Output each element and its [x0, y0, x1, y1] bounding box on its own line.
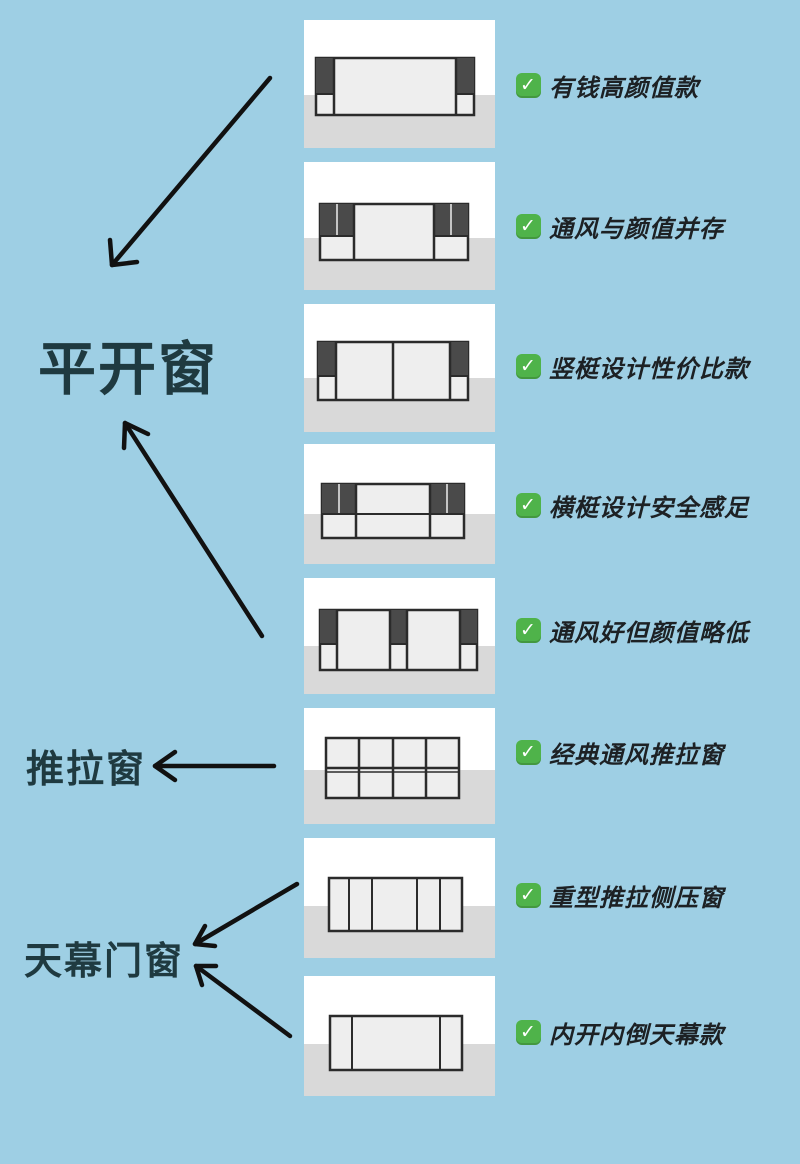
window-image-7 [304, 838, 495, 958]
category-skylight-door-window: 天幕门窗 [24, 939, 185, 983]
green-checkmark-icon: ✓ [516, 882, 541, 908]
label-text: 内开内倒天幕款 [549, 1020, 724, 1049]
window-image-4 [304, 444, 495, 564]
window-image-1 [304, 20, 495, 148]
arrow-3 [152, 749, 277, 783]
label-text: 经典通风推拉窗 [549, 740, 724, 769]
label-text: 横梃设计安全感足 [549, 493, 749, 522]
label-text: 通风与颜值并存 [549, 214, 724, 243]
window-type-label-6: ✓ 经典通风推拉窗 [516, 737, 724, 769]
window-image-5 [304, 578, 495, 694]
window-type-label-2: ✓ 通风与颜值并存 [516, 211, 724, 243]
category-sliding-window: 推拉窗 [26, 747, 147, 791]
green-checkmark-icon: ✓ [516, 72, 541, 98]
window-type-label-5: ✓ 通风好但颜值略低 [516, 615, 749, 647]
window-image-2 [304, 162, 495, 290]
window-image-8 [304, 976, 495, 1096]
window-image-3 [304, 304, 495, 432]
green-checkmark-icon: ✓ [516, 739, 541, 765]
window-type-label-3: ✓ 竖梃设计性价比款 [516, 351, 749, 383]
label-text: 有钱高颜值款 [549, 73, 699, 102]
arrow-5 [193, 963, 293, 1039]
green-checkmark-icon: ✓ [516, 1019, 541, 1045]
category-casement-window: 平开窗 [38, 335, 219, 403]
green-checkmark-icon: ✓ [516, 353, 541, 379]
label-text: 竖梃设计性价比款 [549, 354, 749, 383]
arrow-2 [121, 420, 265, 639]
window-image-6 [304, 708, 495, 824]
label-text: 重型推拉侧压窗 [549, 883, 724, 912]
green-checkmark-icon: ✓ [516, 617, 541, 643]
window-type-label-4: ✓ 横梃设计安全感足 [516, 490, 749, 522]
label-text: 通风好但颜值略低 [549, 618, 749, 647]
window-type-label-8: ✓ 内开内倒天幕款 [516, 1017, 724, 1049]
green-checkmark-icon: ✓ [516, 492, 541, 518]
window-type-label-1: ✓ 有钱高颜值款 [516, 70, 699, 102]
arrow-4 [192, 881, 300, 949]
arrow-1 [107, 75, 273, 268]
green-checkmark-icon: ✓ [516, 213, 541, 239]
window-type-label-7: ✓ 重型推拉侧压窗 [516, 880, 724, 912]
